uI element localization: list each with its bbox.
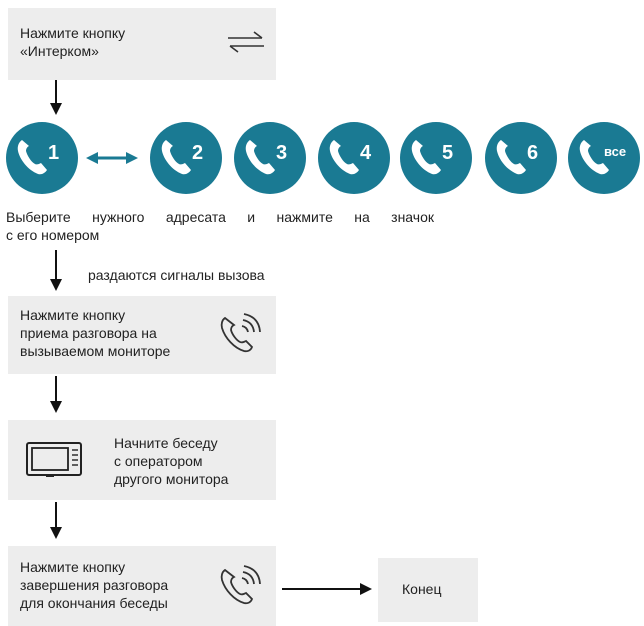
step-hangup-box bbox=[8, 546, 276, 626]
swap-arrows-icon bbox=[228, 31, 264, 53]
call-button-all[interactable]: все bbox=[568, 122, 640, 194]
step-answer-text: Нажмите кнопку приема разговора на вызыв… bbox=[20, 307, 171, 359]
call-button-6[interactable]: 6 bbox=[485, 122, 557, 194]
flow-arrow-5 bbox=[282, 588, 362, 590]
step-talk-box bbox=[8, 420, 276, 500]
call-button-label: все bbox=[604, 144, 627, 159]
step-hangup-text: Нажмите кнопку завершения разговора для … bbox=[20, 559, 169, 611]
flow-arrow-3 bbox=[55, 376, 57, 402]
flow-arrowhead-1 bbox=[50, 103, 62, 115]
flow-arrowhead-3 bbox=[50, 401, 62, 413]
phone-icon bbox=[245, 140, 275, 175]
flow-arrowhead-4 bbox=[50, 527, 62, 539]
flow-arrowhead-5 bbox=[360, 583, 372, 595]
step-select-line2: с его номером bbox=[6, 227, 100, 243]
step-intercom-text: Нажмите кнопку «Интерком» bbox=[20, 25, 126, 59]
phone-icon bbox=[17, 140, 47, 175]
phone-icon bbox=[161, 140, 191, 175]
double-arrow-icon bbox=[86, 152, 138, 164]
step-talk-text: Начните беседу с оператором другого мони… bbox=[114, 435, 229, 487]
step-select-line1: Выберите нужного адресата и нажмите на з… bbox=[6, 209, 434, 225]
call-button-5[interactable]: 5 bbox=[400, 122, 472, 194]
call-button-label: 3 bbox=[276, 142, 288, 164]
phone-icon bbox=[329, 140, 359, 175]
call-button-label: 5 bbox=[442, 142, 454, 164]
end-text: Конец bbox=[402, 581, 442, 597]
step-answer-box bbox=[8, 296, 276, 374]
phone-icon bbox=[496, 140, 526, 175]
flow-arrow-2 bbox=[55, 250, 57, 280]
phone-ringing-icon bbox=[220, 565, 261, 605]
call-button-label: 1 bbox=[48, 142, 60, 164]
monitor-icon bbox=[26, 442, 82, 477]
signals-note: раздаются сигналы вызова bbox=[88, 267, 265, 283]
call-button-3[interactable]: 3 bbox=[234, 122, 306, 194]
call-button-2[interactable]: 2 bbox=[150, 122, 222, 194]
call-button-label: 6 bbox=[527, 142, 539, 164]
flow-arrow-1 bbox=[55, 80, 57, 104]
call-button-1[interactable]: 1 bbox=[6, 122, 78, 194]
phone-ringing-icon bbox=[220, 313, 261, 353]
end-box bbox=[378, 558, 478, 622]
call-button-4[interactable]: 4 bbox=[318, 122, 390, 194]
phone-icon bbox=[579, 140, 609, 175]
step-intercom-box bbox=[8, 8, 276, 80]
flow-arrowhead-2 bbox=[50, 279, 62, 291]
call-button-label: 4 bbox=[360, 142, 372, 164]
phone-icon bbox=[411, 140, 441, 175]
flow-arrow-4 bbox=[55, 502, 57, 528]
call-button-label: 2 bbox=[192, 142, 204, 164]
